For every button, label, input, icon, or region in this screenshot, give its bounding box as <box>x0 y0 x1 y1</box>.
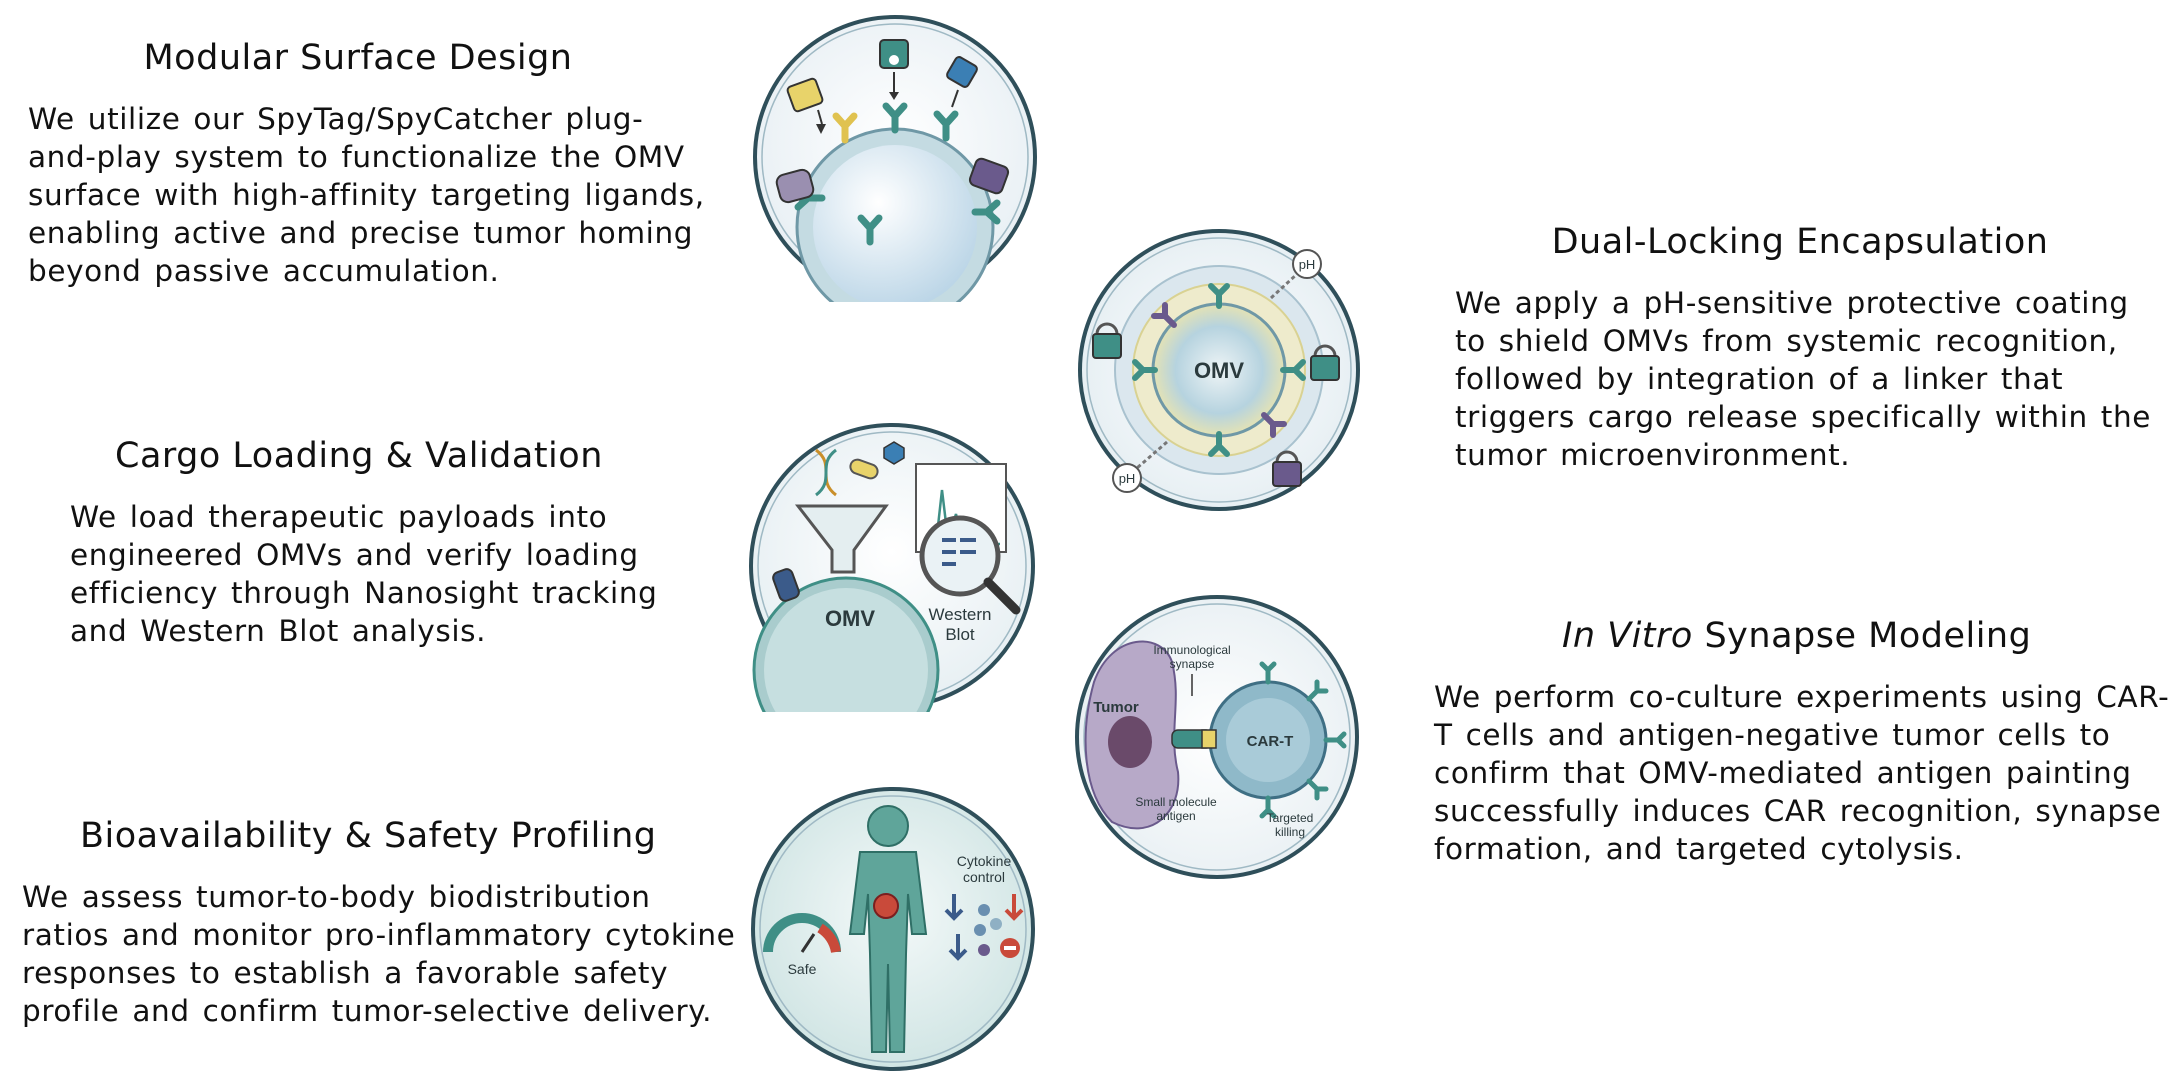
killing-label-1: Targeted <box>1267 811 1314 825</box>
section-dual-locking: Dual-Locking Encapsulation We apply a pH… <box>1455 222 2155 474</box>
omv-vesicle-icon <box>795 127 995 302</box>
text-line: tumor microenvironment. <box>1455 438 1851 472</box>
text-line: surface with high-affinity targeting lig… <box>28 178 705 212</box>
receptor-icon <box>1259 661 1347 819</box>
text-line: responses to establish a favorable safet… <box>22 956 669 990</box>
illustration-cargo: OMV Western Blot <box>746 420 1038 712</box>
text-line: enabling active and precise tumor homing <box>28 216 694 250</box>
text-modular: We utilize our SpyTag/SpyCatcher plug- a… <box>28 100 705 290</box>
gauge-icon <box>763 913 841 954</box>
section-cargo: Cargo Loading & Validation We load thera… <box>70 436 670 650</box>
text-line: formation, and targeted cytolysis. <box>1434 832 1964 866</box>
text-line: efficiency through Nanosight tracking <box>70 576 658 610</box>
killing-label-2: killing <box>1275 825 1305 839</box>
ph-label-top: pH <box>1299 257 1316 272</box>
ligand-icon <box>772 568 800 602</box>
text-line: engineered OMVs and verify loading <box>70 538 639 572</box>
padlock-icon <box>1092 322 1340 487</box>
heading-synapse-rest: Synapse Modeling <box>1692 616 2032 656</box>
illustration-modular <box>750 12 1040 302</box>
tumor-cell-icon <box>1084 640 1180 830</box>
tumor-label: Tumor <box>1093 699 1139 716</box>
cytokine-arrows-icon <box>944 894 1024 961</box>
text-line: followed by integration of a linker that <box>1455 362 2064 396</box>
text-line: We load therapeutic payloads into <box>70 500 608 534</box>
dna-icon <box>815 448 837 497</box>
heading-safety: Bioavailability & Safety Profiling <box>80 816 657 856</box>
heading-modular: Modular Surface Design <box>143 38 573 78</box>
antigen-label-1: Small molecule <box>1135 795 1217 809</box>
text-line: We perform co-culture experiments using … <box>1434 680 2170 714</box>
section-safety: Bioavailability & Safety Profiling We as… <box>22 816 736 1030</box>
text-dual-locking: We apply a pH-sensitive protective coati… <box>1455 284 2155 474</box>
gauge-label: Safe <box>788 961 817 977</box>
purple-ligand-icon <box>775 157 1010 204</box>
magnifier-icon <box>919 515 1021 615</box>
omv-label: OMV <box>825 606 875 631</box>
antibody-icon <box>1132 283 1306 457</box>
heading-synapse-italic: In Vitro <box>1562 616 1693 656</box>
illustration-dual-locking: OMV pH pH <box>1075 226 1363 514</box>
tumor-target-icon <box>873 893 899 919</box>
text-line: ratios and monitor pro-inflammatory cyto… <box>22 918 736 952</box>
text-line: We utilize our SpyTag/SpyCatcher plug- <box>28 102 644 136</box>
text-line: confirm that OMV-mediated antigen painti… <box>1434 756 2132 790</box>
teal-ligand-icon <box>879 39 909 100</box>
text-line: profile and confirm tumor-selective deli… <box>22 994 713 1028</box>
text-line: to shield OMVs from systemic recognition… <box>1455 324 2118 358</box>
section-synapse: In Vitro Synapse Modeling We perform co-… <box>1434 616 2170 868</box>
omv-vesicle-icon <box>752 576 940 712</box>
illustration-synapse: Tumor CAR-T Immunological synapse Small … <box>1072 592 1362 882</box>
heading-cargo: Cargo Loading & Validation <box>115 436 603 476</box>
ph-label-bottom: pH <box>1119 471 1136 486</box>
heading-synapse: In Vitro Synapse Modeling <box>1562 616 2164 656</box>
heading-dual-locking: Dual-Locking Encapsulation <box>1551 222 2049 262</box>
human-silhouette-icon <box>848 805 928 1053</box>
puzzle-ligand-icon <box>786 77 826 134</box>
text-synapse: We perform co-culture experiments using … <box>1434 678 2170 868</box>
synapse-label-1: Immunological <box>1153 643 1230 657</box>
illustration-safety: Safe Cytokine control <box>748 784 1038 1074</box>
western-blot-label-2: Blot <box>945 625 975 644</box>
synapse-link-icon <box>1171 729 1217 749</box>
text-line: We apply a pH-sensitive protective coati… <box>1455 286 2129 320</box>
text-line: We assess tumor-to-body biodistribution <box>22 880 651 914</box>
car-t-label: CAR-T <box>1247 733 1294 750</box>
text-line: T cells and antigen-negative tumor cells… <box>1434 718 2111 752</box>
ph-linker-icon: pH pH <box>1112 249 1322 493</box>
text-cargo: We load therapeutic payloads into engine… <box>70 498 670 650</box>
text-line: and Western Blot analysis. <box>70 614 487 648</box>
synapse-label-2: synapse <box>1170 657 1215 671</box>
cytokine-label-1: Cytokine <box>957 853 1012 869</box>
blue-ligand-icon <box>946 56 978 108</box>
text-line: triggers cargo release specifically with… <box>1455 400 2152 434</box>
capsule-icon <box>849 441 905 480</box>
western-blot-label-1: Western <box>929 605 992 624</box>
cytokine-label-2: control <box>963 869 1005 885</box>
text-safety: We assess tumor-to-body biodistribution … <box>22 878 736 1030</box>
text-line: and-play system to functionalize the OMV <box>28 140 685 174</box>
antigen-label-2: antigen <box>1156 809 1195 823</box>
section-modular: Modular Surface Design We utilize our Sp… <box>28 38 705 290</box>
funnel-icon <box>794 504 889 574</box>
omv-center-label: OMV <box>1194 358 1244 383</box>
text-line: beyond passive accumulation. <box>28 254 500 288</box>
text-line: successfully induces CAR recognition, sy… <box>1434 794 2162 828</box>
